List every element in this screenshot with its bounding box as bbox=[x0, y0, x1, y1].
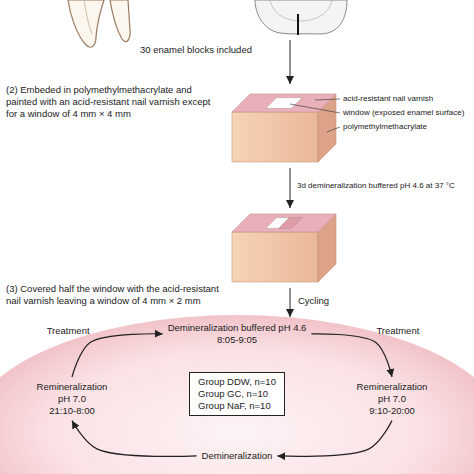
cycle-ground bbox=[0, 315, 474, 474]
node-text: Remineralization bbox=[357, 381, 428, 393]
enamel-window bbox=[266, 218, 290, 229]
edge-label: Treatment bbox=[376, 325, 419, 336]
tooth-canal bbox=[84, 0, 92, 34]
cycle-stage: RemineralizationpH 7.09:10-20:00 bbox=[355, 380, 430, 418]
enamel-window bbox=[266, 98, 303, 109]
varnish-top bbox=[232, 214, 336, 232]
cycle-stage: RemineralizationpH 7.021:10-8:00 bbox=[35, 380, 110, 418]
leader-line bbox=[290, 104, 340, 113]
annotation-label: 30 enamel blocks included bbox=[140, 44, 252, 56]
cycle-arrow bbox=[311, 334, 392, 377]
molar-section bbox=[255, 0, 347, 34]
cycle-arrow bbox=[72, 334, 163, 377]
node-text: pH 7.0 bbox=[37, 393, 108, 405]
tooth-root bbox=[110, 0, 130, 42]
node-text: Group NaF, n=10 bbox=[198, 400, 276, 412]
annotation-label: (3) Covered half the window with the aci… bbox=[6, 283, 224, 307]
tooth-root bbox=[68, 0, 104, 47]
annotation-label: polymethylmethacrylate bbox=[343, 122, 427, 132]
annotation-label: 3d demineralization buffered pH 4.6 at 3… bbox=[297, 181, 472, 191]
node-text: 8:05-9:05 bbox=[168, 334, 307, 346]
cycle-arrow bbox=[72, 421, 197, 457]
block-front bbox=[232, 232, 318, 282]
leader-line bbox=[315, 99, 340, 100]
cut-line bbox=[297, 14, 299, 35]
pulp-outline bbox=[270, 0, 332, 21]
annotation-label: (2) Embeded in polymethylmethacrylate an… bbox=[6, 84, 218, 120]
node-text: Demineralization buffered pH 4.6 bbox=[168, 322, 307, 334]
node-text: Demineralization bbox=[202, 450, 273, 462]
node-text: Remineralization bbox=[37, 381, 108, 393]
group-box: Group DDW, n=10Group GC, n=10Group NaF, … bbox=[189, 372, 285, 416]
node-text: 21:10-8:00 bbox=[37, 405, 108, 417]
node-text: 9:10-20:00 bbox=[357, 405, 428, 417]
cycle-stage: Demineralization buffered pH 4.68:05-9:0… bbox=[166, 321, 309, 347]
annotation-label: acid-resistant nail varnish bbox=[343, 94, 433, 104]
node-text: Group DDW, n=10 bbox=[198, 376, 276, 388]
flow-arrow bbox=[290, 288, 291, 317]
flow-arrow bbox=[290, 168, 291, 208]
edge-label: Treatment bbox=[47, 325, 90, 336]
cycle-arrow bbox=[277, 421, 392, 457]
annotation-label: window (exposed enamel surface) bbox=[343, 108, 464, 118]
flow-arrow bbox=[290, 40, 291, 84]
annotation-label: Cycling bbox=[298, 295, 329, 307]
cycle-stage: Demineralization bbox=[200, 449, 275, 463]
node-text: Group GC, n=10 bbox=[198, 388, 276, 400]
node-text: pH 7.0 bbox=[357, 393, 428, 405]
leader-line bbox=[327, 127, 340, 132]
block-front bbox=[232, 112, 318, 162]
